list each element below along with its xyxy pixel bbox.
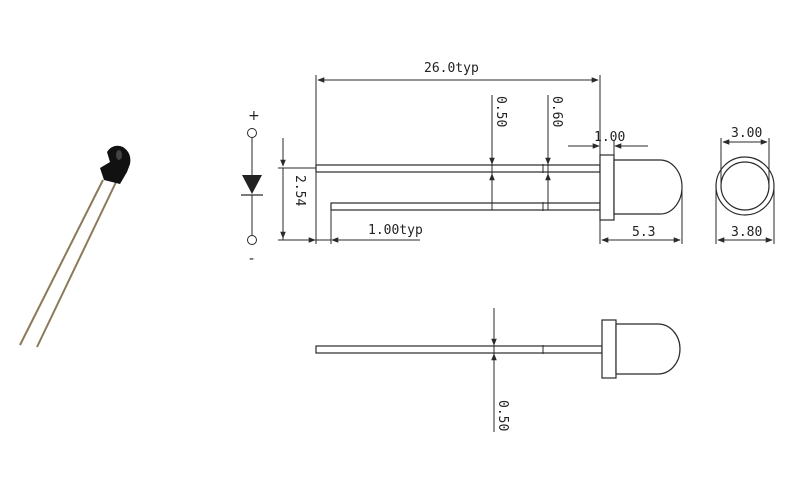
polarity-symbol: + - [241, 108, 263, 267]
dim-standoff-width: 0.60 [549, 96, 564, 127]
side-lens [615, 323, 681, 375]
diode-icon [242, 175, 262, 194]
led-flange [599, 154, 615, 221]
anode-terminal-icon [247, 128, 257, 138]
dim-overall-length: 26.0typ [424, 61, 479, 76]
led-lens [613, 159, 683, 215]
side-flange [601, 319, 617, 379]
led-photo-body [100, 145, 131, 184]
dim-short-lead-offset: 1.00typ [368, 223, 423, 238]
led-photo-lead-anode [19, 179, 104, 346]
dim-lens-diameter: 3.00 [731, 126, 762, 141]
dim-body-length: 5.3 [632, 225, 655, 240]
led-side-view: 0.50 [315, 308, 681, 432]
led-photo-highlight [116, 150, 122, 160]
lead-long [315, 164, 601, 173]
dim-lead-spacing: 2.54 [292, 175, 307, 206]
cathode-terminal-icon [247, 235, 257, 245]
led-photo [19, 145, 131, 348]
led-photo-lead-cathode [36, 179, 118, 348]
cathode-minus-label: - [249, 251, 254, 267]
end-view-lens [720, 161, 770, 211]
led-top-view: 26.0typ 0.50 0.60 1.00 2.54 1.00typ [278, 61, 683, 244]
led-end-view: 3.00 3.80 [715, 126, 775, 244]
side-lead [315, 345, 603, 354]
dim-side-lead-diameter: 0.50 [495, 400, 510, 431]
anode-plus-label: + [248, 108, 260, 124]
lead-short [330, 202, 601, 211]
dim-flange-thickness: 1.00 [594, 130, 625, 145]
dim-lead-diameter: 0.50 [493, 96, 508, 127]
dim-flange-diameter: 3.80 [731, 225, 762, 240]
